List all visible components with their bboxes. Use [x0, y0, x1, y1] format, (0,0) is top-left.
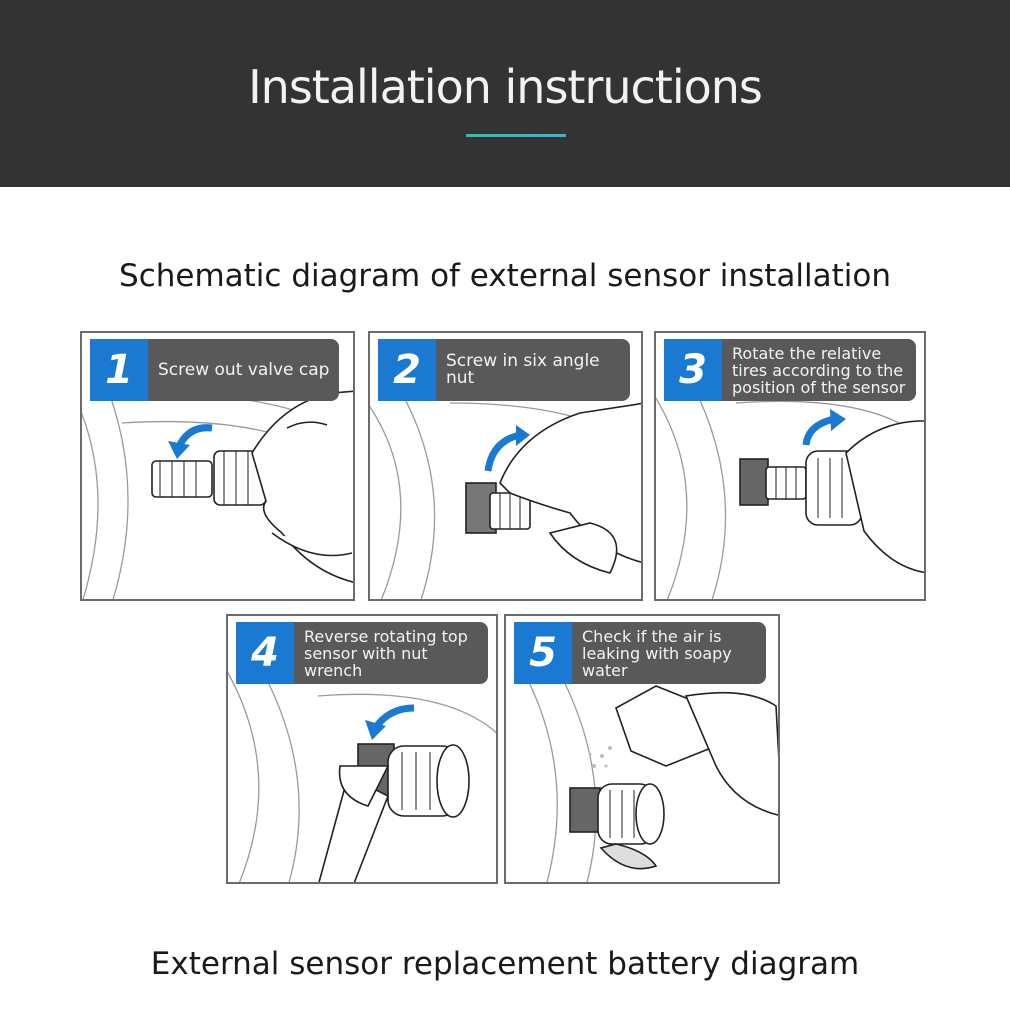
step-number-2: 2	[378, 339, 436, 401]
step-2-illustration	[370, 372, 641, 599]
header-bar: Installation instructions	[0, 0, 1010, 187]
title-underline	[466, 134, 566, 137]
step-label-5: Check if the air is leaking with soapy w…	[572, 622, 766, 684]
step-panel-2: 2 Screw in six angle nut	[368, 331, 643, 601]
step-1-illustration	[82, 352, 353, 599]
page-title: Installation instructions	[248, 60, 763, 114]
step-banner-1: 1 Screw out valve cap	[90, 339, 339, 401]
step-4-illustration	[228, 645, 496, 882]
step-label-1: Screw out valve cap	[148, 339, 339, 401]
battery-section-title: External sensor replacement battery diag…	[150, 946, 860, 982]
step-label-2: Screw in six angle nut	[436, 339, 630, 401]
step-banner-5: 5 Check if the air is leaking with soapy…	[514, 622, 766, 684]
step-banner-2: 2 Screw in six angle nut	[378, 339, 630, 401]
step-number-5: 5	[514, 622, 572, 684]
arrow-icon	[484, 431, 521, 472]
installation-section-title: Schematic diagram of external sensor ins…	[119, 258, 891, 294]
step-panel-5: 5 Check if the air is leaking with soapy…	[504, 614, 780, 884]
step-banner-4: 4 Reverse rotating top sensor with nut w…	[236, 622, 488, 684]
step-panel-3: 3 Rotate the relative tires according to…	[654, 331, 926, 601]
step-5-illustration	[525, 665, 778, 882]
step-number-1: 1	[90, 339, 148, 401]
step-number-3: 3	[664, 339, 722, 401]
step-banner-3: 3 Rotate the relative tires according to…	[664, 339, 916, 401]
step-3-illustration	[656, 362, 924, 599]
step-panel-1: 1 Screw out valve cap	[80, 331, 355, 601]
arrow-icon	[802, 415, 835, 446]
step-panel-4: 4 Reverse rotating top sensor with nut w…	[226, 614, 498, 884]
step-number-4: 4	[236, 622, 294, 684]
step-label-3: Rotate the relative tires according to t…	[722, 339, 916, 401]
step-label-4: Reverse rotating top sensor with nut wre…	[294, 622, 488, 684]
